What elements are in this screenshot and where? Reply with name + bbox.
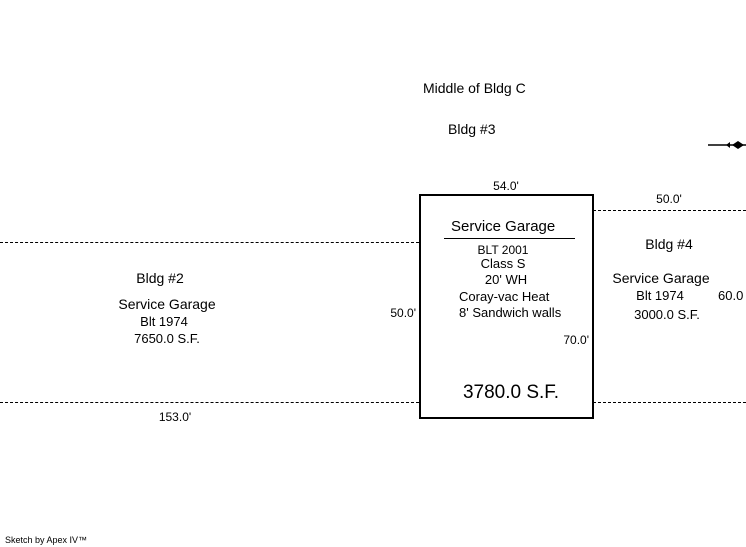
- bldg2-built: Blt 1974: [140, 314, 188, 329]
- dimension-right-main: 70.0': [563, 333, 589, 347]
- main-detail-walls: 8' Sandwich walls: [459, 305, 562, 320]
- dimension-left-main: 50.0': [390, 306, 416, 320]
- footer-credit: Sketch by Apex IV™: [5, 535, 88, 545]
- bldg4-name: Bldg #4: [645, 236, 693, 252]
- main-detail-class: Class S: [480, 256, 526, 271]
- bldg4-bottom-boundary: [593, 402, 746, 403]
- main-building-title-underline: [444, 238, 575, 239]
- dimension-bldg4-right: 60.0: [718, 288, 744, 303]
- main-detail-heat: Coray-vac Heat: [459, 289, 550, 304]
- bldg2-top-boundary: [0, 242, 419, 243]
- main-building-area: 3780.0 S.F.: [462, 382, 560, 403]
- bldg4-built: Blt 1974: [636, 288, 684, 303]
- main-building-title: Service Garage: [451, 218, 556, 235]
- bldg4-area: 3000.0 S.F.: [634, 307, 700, 322]
- building-label: Bldg #3: [448, 121, 496, 137]
- bldg4-top-boundary: [593, 210, 746, 211]
- main-building-outline: [419, 194, 594, 419]
- main-detail-height: 20' WH: [484, 272, 528, 287]
- dimension-bottom-left: 153.0': [158, 410, 192, 424]
- main-detail-built: BLT 2001: [477, 243, 529, 257]
- bldg2-bottom-boundary: [0, 402, 419, 403]
- bldg2-name: Bldg #2: [136, 270, 184, 286]
- location-label: Middle of Bldg C: [423, 80, 526, 96]
- dimension-top: 54.0': [493, 179, 519, 193]
- bldg2-use: Service Garage: [118, 296, 216, 312]
- bldg2-area: 7650.0 S.F.: [134, 331, 200, 346]
- dimension-bldg4-top: 50.0': [656, 192, 682, 206]
- north-arrow-icon: [708, 141, 746, 149]
- bldg4-use: Service Garage: [612, 270, 710, 286]
